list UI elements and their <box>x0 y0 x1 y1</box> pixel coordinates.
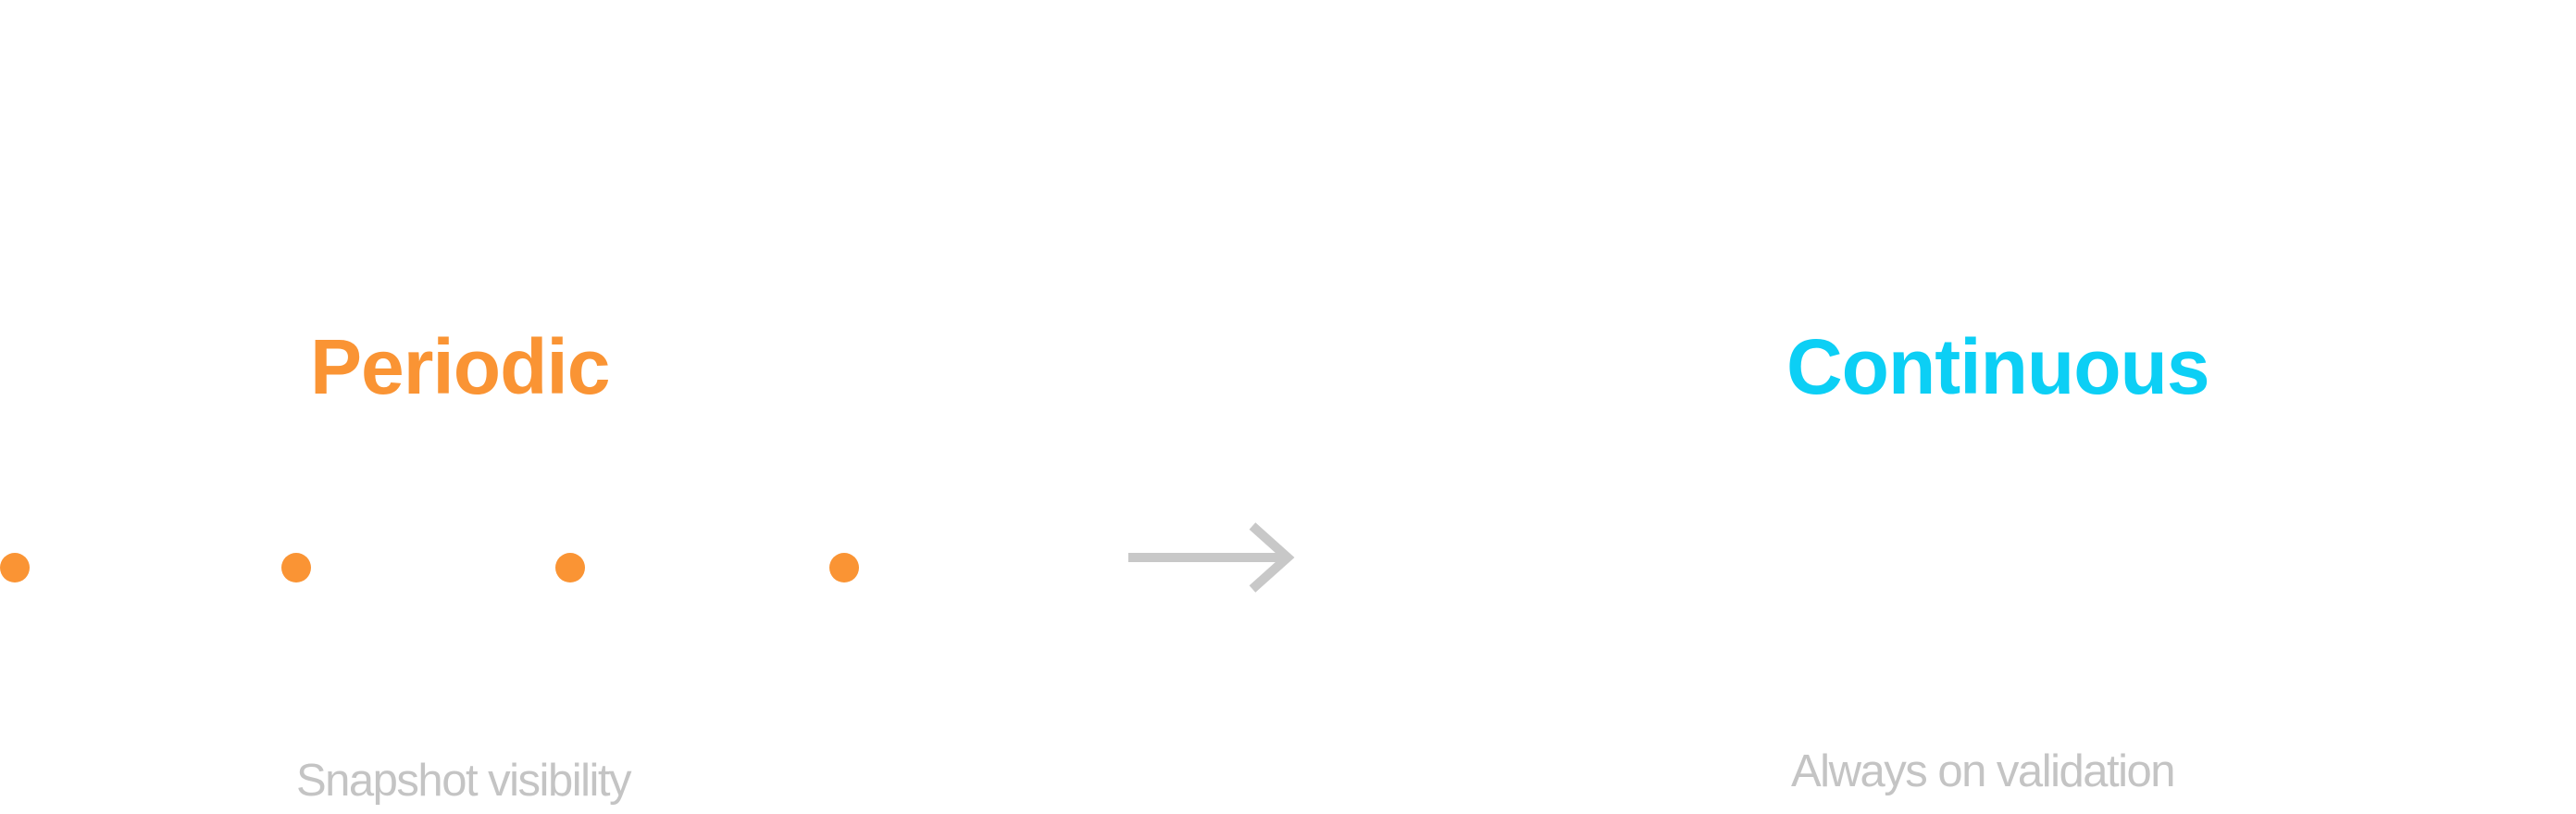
continuous-subtitle: Always on validation <box>1791 746 2175 796</box>
periodic-dot <box>0 553 30 582</box>
continuous-title: Continuous <box>1786 323 2210 410</box>
periodic-dot <box>555 553 585 582</box>
periodic-dot <box>829 553 859 582</box>
periodic-dot <box>281 553 311 582</box>
periodic-dots <box>0 553 859 582</box>
arrow-right-icon <box>1128 522 1295 593</box>
periodic-subtitle: Snapshot visibility <box>296 756 631 806</box>
periodic-title: Periodic <box>310 323 610 410</box>
